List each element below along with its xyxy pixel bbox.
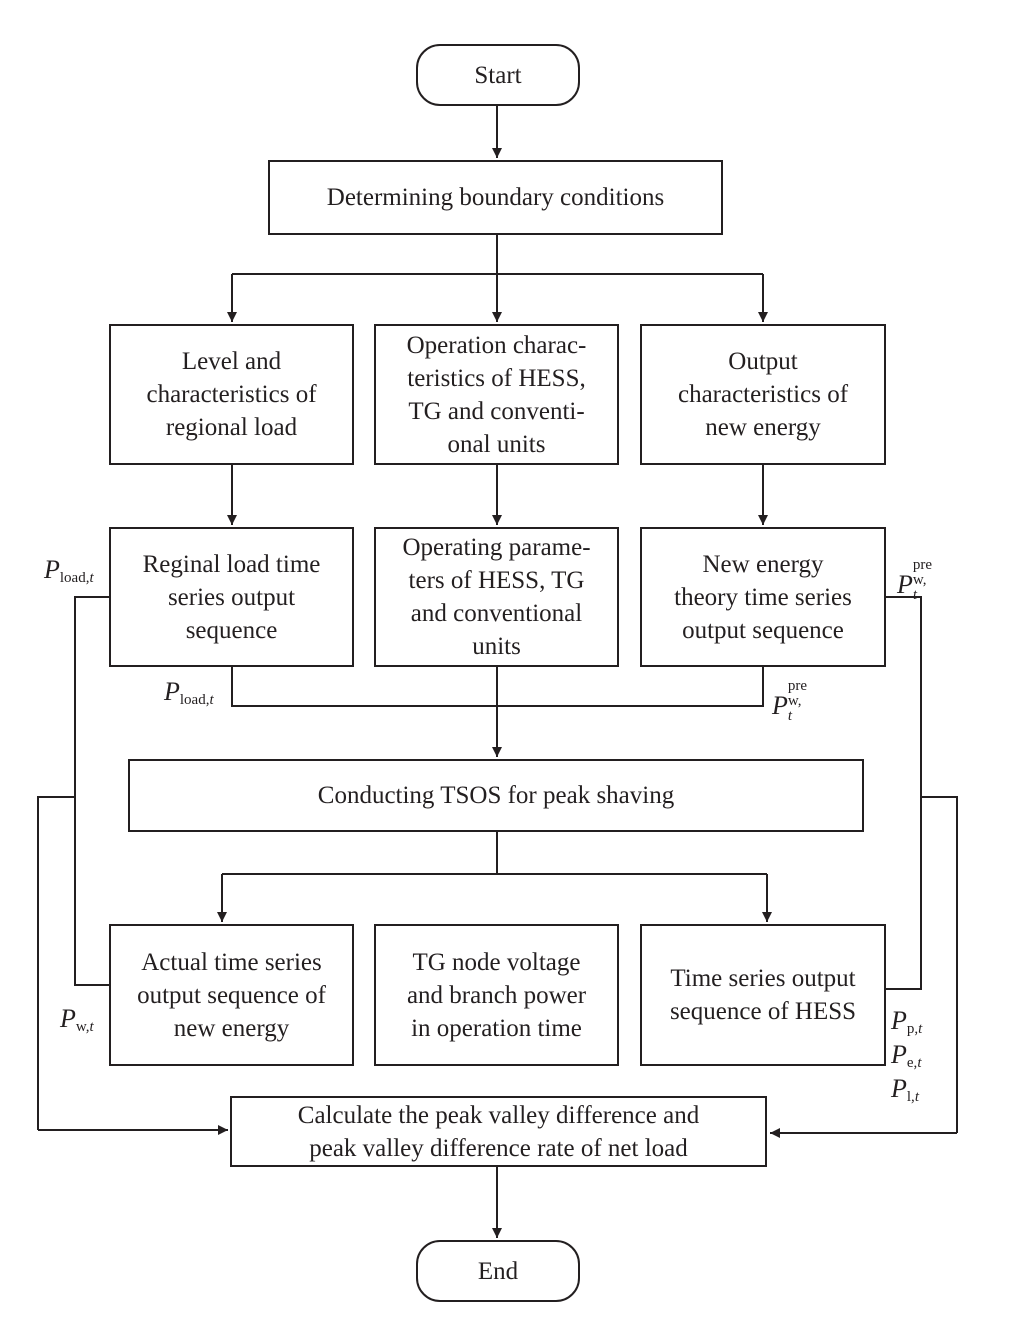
p-load-label-left: Pload,t: [44, 555, 94, 587]
operation-characteristics-box: Operation charac- teristics of HESS, TG …: [374, 324, 619, 465]
line: TG and conventi-: [408, 397, 585, 425]
line: onal units: [447, 430, 546, 458]
line: output sequence of: [137, 981, 326, 1009]
line: Reginal load time: [142, 550, 321, 578]
tsos-label: Conducting TSOS for peak shaving: [317, 782, 675, 809]
line: series output: [167, 583, 296, 611]
line: sequence of HESS: [669, 998, 857, 1025]
right-loop-line: [921, 796, 958, 1133]
line: Calculate the peak valley difference and: [297, 1101, 700, 1129]
line: Output: [728, 348, 798, 375]
right-feedback-line: [885, 596, 922, 990]
start-terminal: Start: [416, 44, 580, 106]
line: Operating parame-: [402, 534, 591, 561]
line: New energy: [702, 550, 824, 578]
line: new energy: [173, 1014, 290, 1042]
line: theory time series: [674, 583, 852, 611]
line: teristics of HESS,: [407, 364, 586, 392]
boundary-conditions-label: Determining boundary conditions: [326, 184, 665, 211]
boundary-conditions-box: Determining boundary conditions: [268, 160, 723, 235]
split-line-tsos: [222, 832, 767, 875]
regional-load-characteristics-box: Level and characteristics of regional lo…: [109, 324, 354, 465]
line: Operation charac-: [406, 331, 587, 359]
operating-parameters-box: Operating parame- ters of HESS, TG and c…: [374, 527, 619, 667]
line: regional load: [165, 414, 298, 441]
p-l-label: Pl,t: [891, 1074, 919, 1106]
line: and branch power: [406, 981, 587, 1009]
end-label: End: [477, 1257, 519, 1285]
line: ters of HESS, TG: [408, 567, 585, 594]
line: in operation time: [411, 1014, 582, 1042]
line: peak valley difference rate of net load: [309, 1134, 688, 1162]
p-e-label: Pe,t: [891, 1040, 922, 1072]
line: Level and: [181, 348, 282, 375]
line: sequence: [185, 616, 278, 644]
line: characteristics of: [677, 381, 849, 408]
left-feedback-line: [74, 596, 110, 986]
p-load-label-bottom: Pload,t: [164, 677, 214, 709]
p-w-label: Pw,t: [60, 1004, 94, 1036]
new-energy-output-characteristics-box: Output characteristics of new energy: [640, 324, 886, 465]
left-loop-line: [37, 796, 75, 1130]
tsos-box: Conducting TSOS for peak shaving: [128, 759, 864, 832]
line: Time series output: [670, 965, 856, 992]
start-label: Start: [474, 61, 522, 89]
calculate-peak-valley-box: Calculate the peak valley difference and…: [230, 1096, 767, 1167]
line: units: [472, 633, 521, 660]
actual-series-box: Actual time series output sequence of ne…: [109, 924, 354, 1066]
line: Actual time series: [141, 948, 322, 976]
line: new energy: [705, 414, 821, 441]
line: characteristics of: [146, 381, 317, 408]
new-energy-theory-series-box: New energy theory time series output seq…: [640, 527, 886, 667]
tg-node-box: TG node voltage and branch power in oper…: [374, 924, 619, 1066]
hess-series-box: Time series output sequence of HESS: [640, 924, 886, 1066]
end-terminal: End: [416, 1240, 580, 1302]
p-p-label: Pp,t: [891, 1006, 923, 1038]
regional-load-series-box: Reginal load time series output sequence: [109, 527, 354, 667]
line: TG node voltage: [412, 948, 581, 976]
line: and conventional: [410, 600, 583, 627]
line: output sequence: [682, 616, 844, 644]
